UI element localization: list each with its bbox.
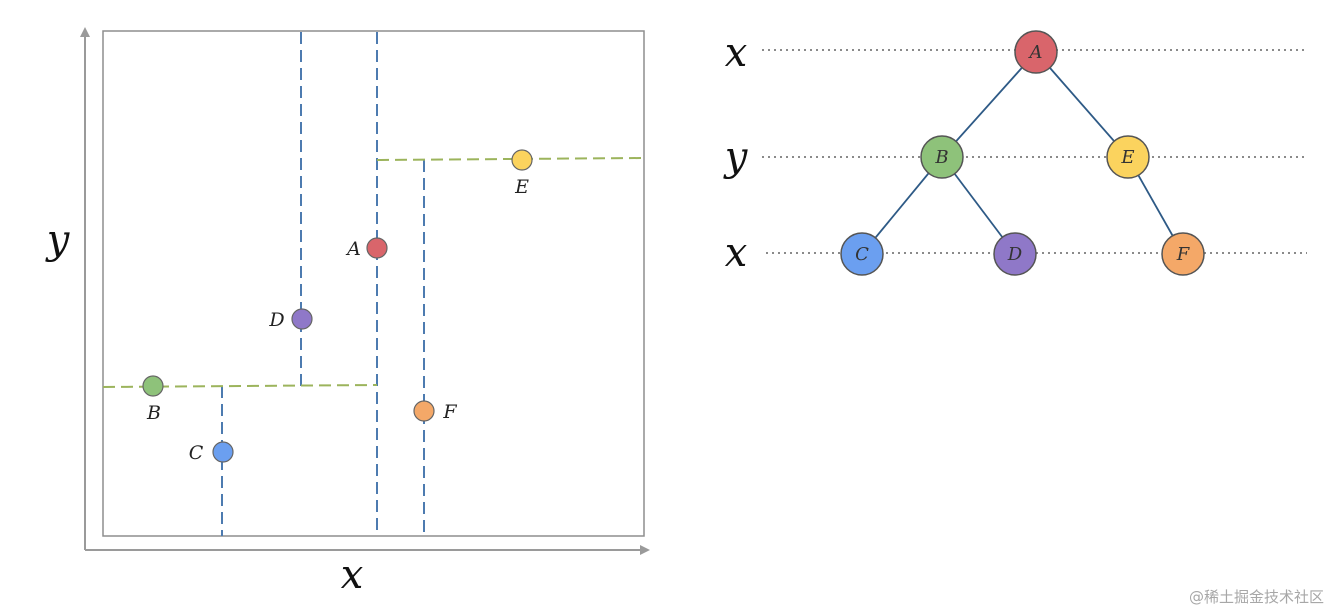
split-E-horizontal [376,157,645,161]
point-E [511,149,533,171]
edge-A-B [941,51,1037,158]
tree-node-label-E: E [1120,147,1134,168]
tree-node-A [1014,30,1058,74]
vertical-splits [221,32,425,536]
point-C [212,441,234,463]
y-axis-label: y [45,217,71,263]
tree-node-label-D: D [1007,244,1023,265]
tree-node-B [920,135,964,179]
point-label-C: C [189,442,204,464]
point-label-F: F [442,401,457,423]
point-label-A: A [345,238,361,260]
edge-A-E [1035,51,1129,158]
tree-node-D [993,232,1037,276]
partition-plot: x y A B C D E F [45,27,650,598]
point-F [413,400,435,422]
tree-node-label-B: B [934,147,948,168]
level-label-1: y [723,134,749,180]
tree-node-F [1161,232,1205,276]
point-label-B: B [146,402,161,424]
point-A [366,237,388,259]
point-label-E: E [514,176,529,198]
level-guides [762,49,1307,254]
level-label-0: x [725,30,748,76]
level-label-2: x [725,230,748,276]
point-D [291,308,313,330]
tree-node-E [1106,135,1150,179]
tree-node-label-A: A [1028,42,1043,63]
point-label-D: D [268,309,284,331]
tree-node-label-F: F [1176,244,1191,265]
plot-frame [102,30,645,537]
point-B [142,375,164,397]
horizontal-splits [102,157,645,388]
tree-node-C [840,232,884,276]
tree-node-label-C: C [855,244,869,265]
kd-tree: x y x A B E C D F [723,30,1307,276]
x-axis-label: x [341,552,364,598]
watermark: @稀土掘金技术社区 [1188,588,1324,606]
